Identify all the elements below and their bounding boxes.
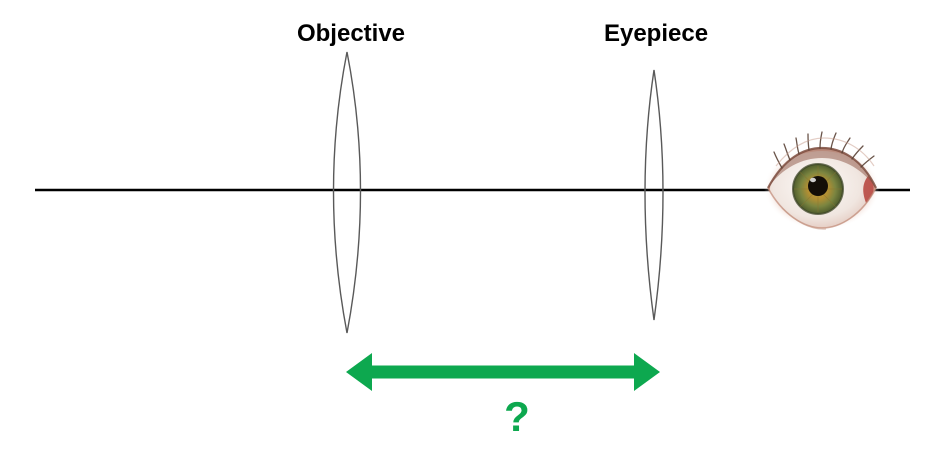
- separation-arrow: [346, 353, 660, 391]
- unknown-distance-question-mark: ?: [504, 393, 530, 440]
- eyepiece-lens: [644, 69, 664, 321]
- objective-lens: [332, 51, 362, 334]
- eye-lashes: [773, 131, 875, 169]
- eye-graphic: [764, 131, 880, 230]
- objective-label: Objective: [296, 20, 406, 47]
- eyepiece-label: Eyepiece: [603, 20, 709, 47]
